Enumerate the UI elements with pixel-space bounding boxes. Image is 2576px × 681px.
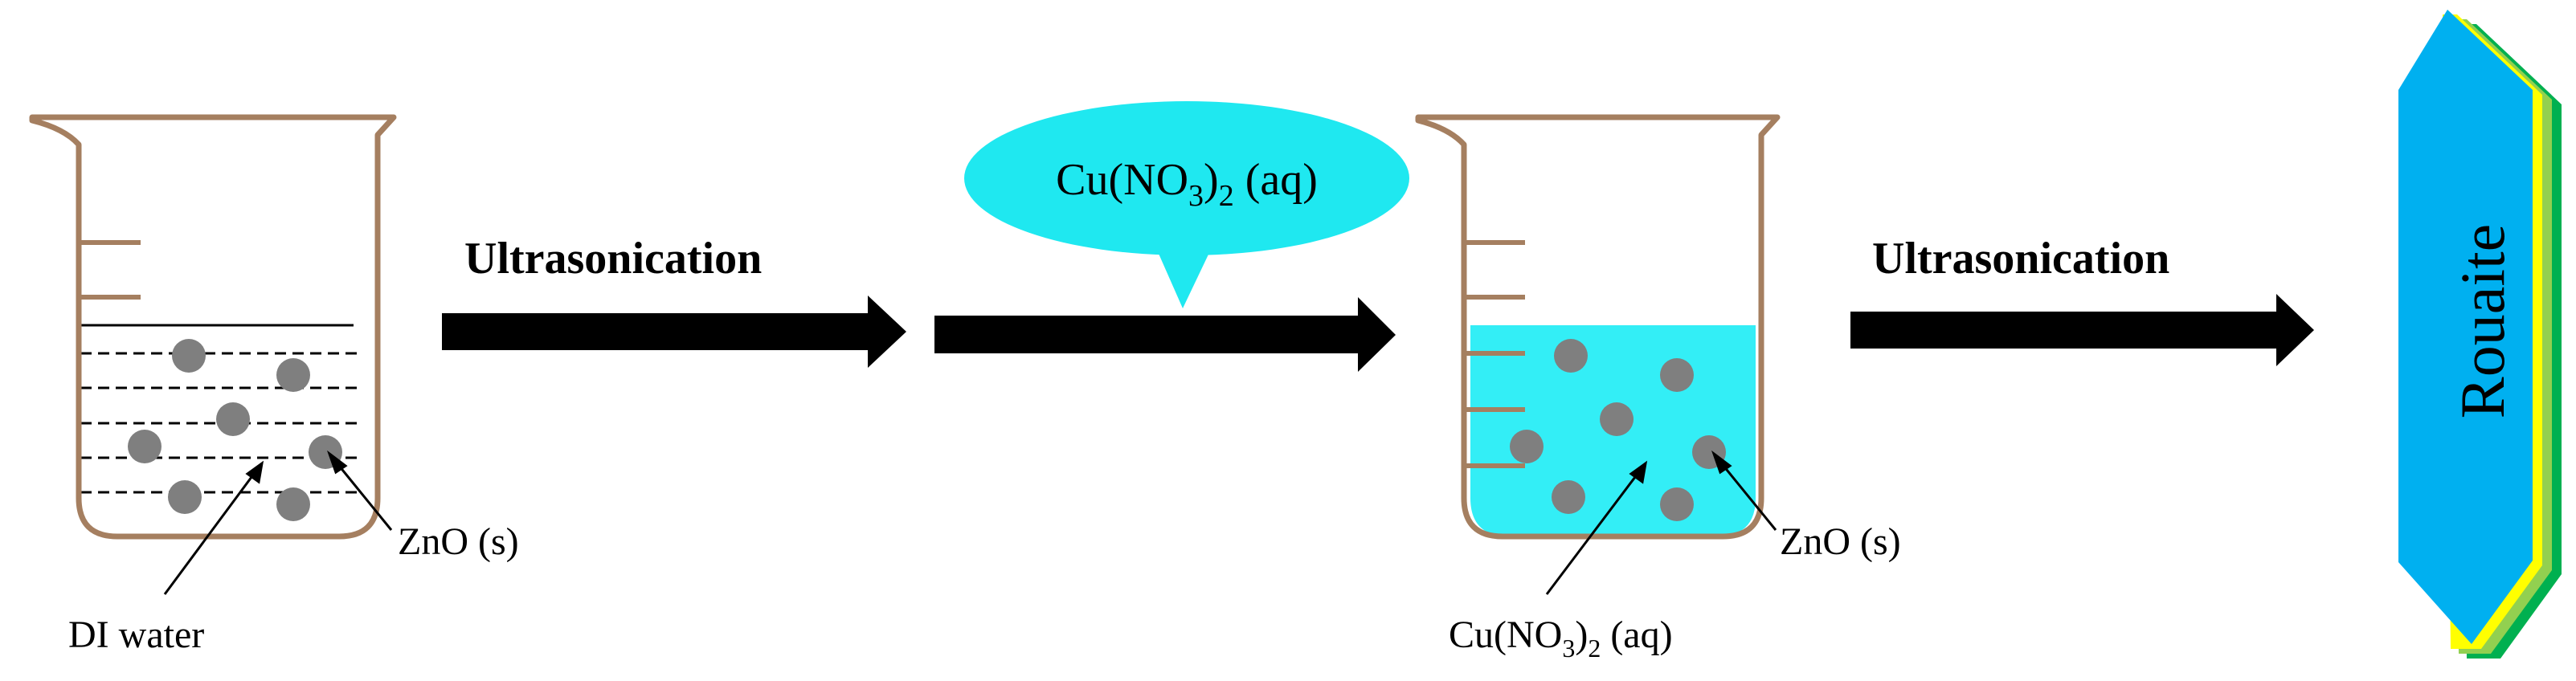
- particle: [276, 358, 310, 392]
- rouaite-product: Rouaite: [2398, 10, 2562, 659]
- pointer-lines-1: [163, 450, 393, 595]
- particle: [1554, 339, 1588, 373]
- beaker-1: ZnO (s) DI water: [29, 114, 519, 656]
- particle: [1660, 487, 1694, 521]
- particle: [216, 402, 250, 436]
- beaker-2: ZnO (s) Cu(NO3)2 (aq): [1415, 114, 1901, 663]
- particle: [1510, 430, 1544, 463]
- beaker-outline: [1415, 114, 1781, 540]
- water-lines: [80, 324, 358, 494]
- particle: [168, 480, 202, 514]
- reagent-bubble-label: Cu(NO3)2 (aq): [1056, 155, 1318, 213]
- pointer-lines-2: [1545, 450, 1777, 595]
- beaker-outline: [29, 114, 397, 540]
- reagent-bubble: Cu(NO3)2 (aq): [964, 101, 1409, 308]
- step-arrow-3: Ultrasonication: [1850, 234, 2314, 366]
- arrow-shape-2: [934, 297, 1396, 372]
- ultrasonication-label-1: Ultrasonication: [464, 234, 762, 283]
- particle: [172, 339, 206, 373]
- cu-nitrate-label: Cu(NO3)2 (aq): [1449, 614, 1673, 663]
- particle: [1660, 358, 1694, 392]
- zno-particles-1: [128, 339, 342, 521]
- zno-label-1: ZnO (s): [398, 520, 519, 563]
- ultrasonication-label-2: Ultrasonication: [1872, 234, 2169, 283]
- sheet-face: [2398, 10, 2533, 644]
- particle: [128, 430, 162, 463]
- zno-label-2: ZnO (s): [1780, 520, 1901, 563]
- particle: [276, 487, 310, 521]
- graduation-marks: [1464, 240, 1525, 468]
- step-arrow-2: Cu(NO3)2 (aq): [934, 101, 1409, 372]
- arrow-shape-3: [1850, 294, 2314, 366]
- particle: [1552, 480, 1585, 514]
- rouaite-label: Rouaite: [2447, 224, 2517, 419]
- step-arrow-1: Ultrasonication: [442, 234, 906, 368]
- particle: [1600, 402, 1634, 436]
- di-water-label: DI water: [68, 614, 204, 656]
- graduation-marks: [79, 240, 141, 300]
- arrow-shape-1: [442, 296, 906, 368]
